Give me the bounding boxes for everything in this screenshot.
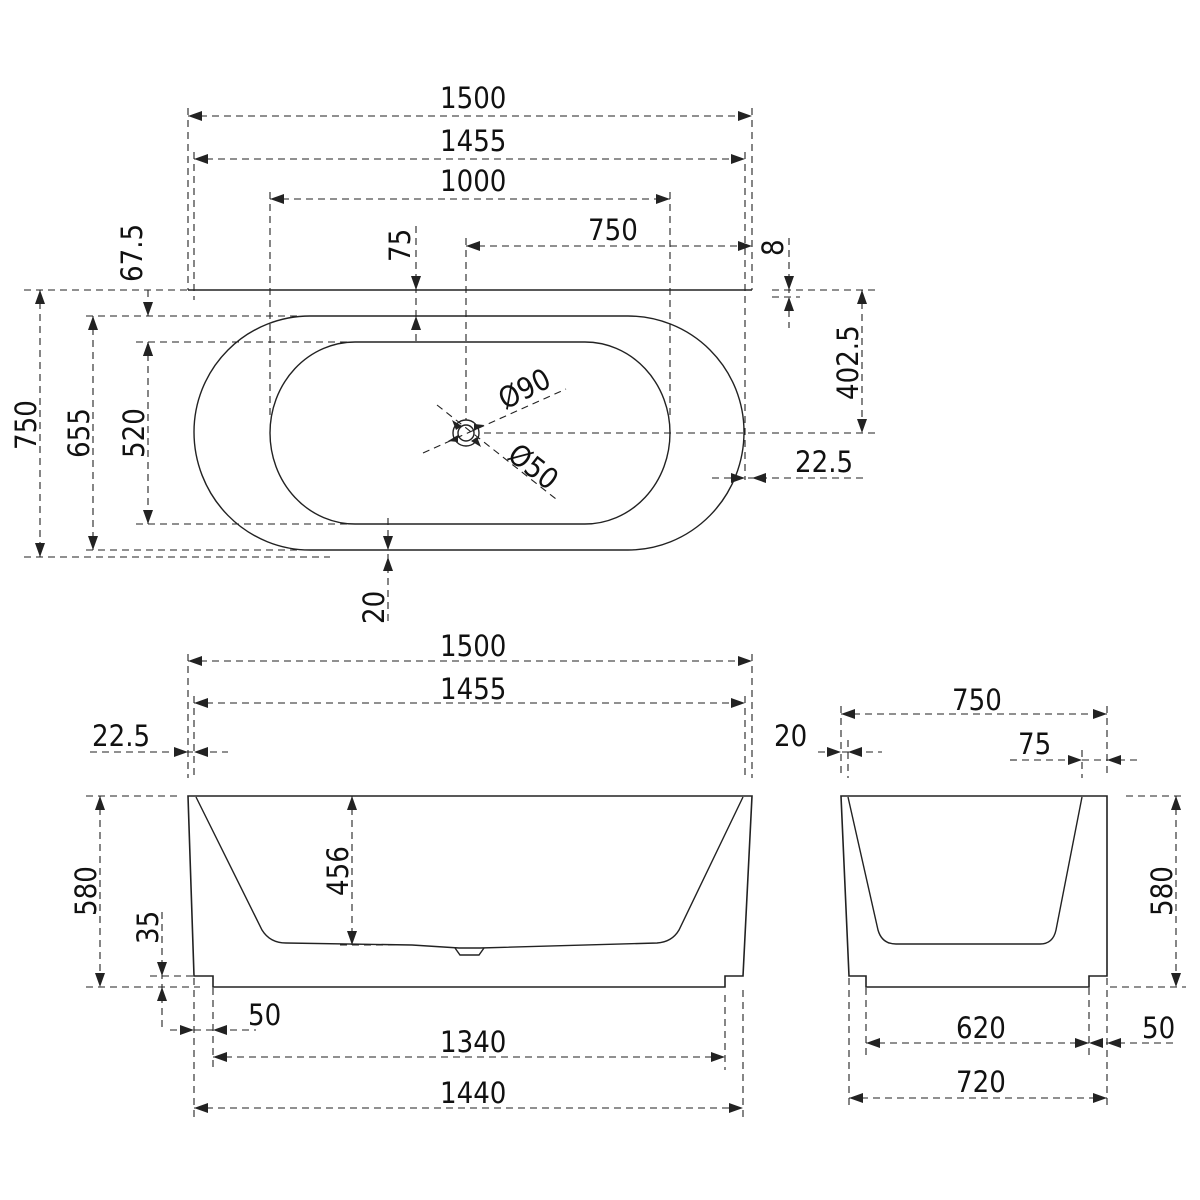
- wall-gap-label: 8: [756, 239, 790, 256]
- top-view-inner-rim: [193, 315, 745, 551]
- side-view-basin: [847, 796, 1083, 945]
- front-side-offset-label: 22.5: [92, 719, 150, 753]
- front-view-body: [187, 795, 753, 988]
- side-base-outer-label: 720: [956, 1065, 1006, 1099]
- arrow: [474, 424, 484, 431]
- front-length-inner-label: 1455: [440, 672, 506, 706]
- drain-offset-label: 750: [588, 213, 638, 247]
- top-view-basin: [269, 341, 671, 525]
- arrow: [411, 276, 421, 330]
- front-depth-label: 456: [321, 846, 355, 896]
- drain-diameter-label: Ø50: [502, 437, 565, 497]
- side-width-overall-label: 750: [952, 683, 1002, 717]
- front-view-basin: [195, 796, 744, 949]
- front-base-length-label: 1340: [440, 1025, 506, 1059]
- arrow: [827, 747, 862, 757]
- side-height-label: 580: [1145, 866, 1179, 916]
- drain-diameter-leader-2: [436, 404, 557, 500]
- width-overall-label: 750: [9, 400, 43, 450]
- side-view-body: [840, 795, 1108, 988]
- arrow: [1089, 1038, 1103, 1048]
- side-rim-offset-label: 75: [1018, 727, 1051, 761]
- front-base-recess-label: 35: [131, 911, 165, 944]
- top-length-overall-label: 1500: [440, 81, 506, 115]
- front-base-outer-label: 1440: [440, 1076, 506, 1110]
- arrow: [180, 1025, 227, 1035]
- top-view: 1500 1455 1000 750 75 8 67.5: [9, 81, 876, 624]
- arrow: [784, 276, 794, 311]
- drain-diameter-leader: [422, 388, 567, 454]
- top-length-inner-label: 1455: [440, 124, 506, 158]
- arrow: [452, 420, 462, 430]
- width-rim-label: 655: [62, 408, 96, 458]
- side-base-width-label: 620: [956, 1011, 1006, 1045]
- side-offset-label: 22.5: [795, 445, 853, 479]
- front-view-drain: [454, 947, 485, 956]
- top-offset-label: 67.5: [115, 224, 149, 282]
- side-wall-offset-label: 20: [774, 719, 807, 753]
- basin-length-label: 1000: [440, 164, 506, 198]
- front-length-overall-label: 1500: [440, 629, 506, 663]
- front-view: 1500 1455 22.5 580 456 35 50: [69, 629, 753, 1118]
- side-view: 750 20 75 580 620 50 720: [774, 683, 1186, 1108]
- rim-offset-label: 75: [383, 229, 417, 262]
- arrow: [448, 435, 458, 442]
- arrow: [383, 536, 393, 571]
- front-base-inset-label: 50: [248, 998, 281, 1032]
- arrow: [157, 962, 167, 1001]
- basin-width-label: 520: [117, 408, 151, 458]
- drain-y-offset-label: 402.5: [831, 325, 865, 400]
- side-base-inset-label: 50: [1142, 1011, 1175, 1045]
- arrow: [471, 437, 481, 447]
- front-height-label: 580: [69, 866, 103, 916]
- arrow: [1068, 755, 1121, 765]
- arrow: [731, 473, 766, 483]
- drain-inner-circle: [457, 424, 475, 442]
- bottom-offset-label: 20: [357, 591, 391, 624]
- arrow: [1107, 1038, 1121, 1048]
- arrow: [174, 747, 208, 757]
